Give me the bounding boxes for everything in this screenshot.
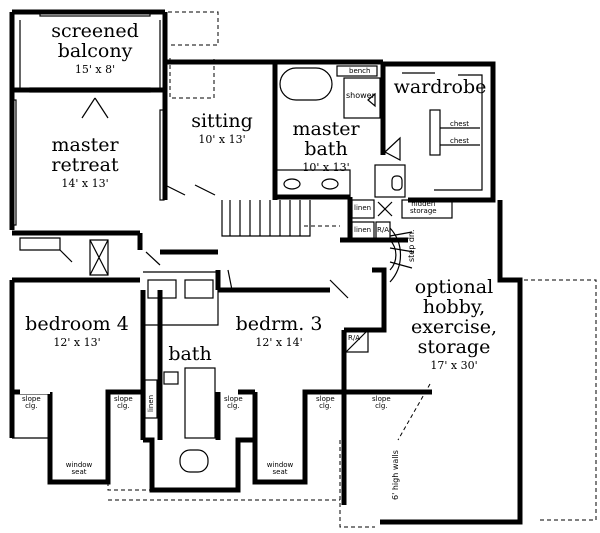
sitting-label: sitting 10' x 13' [191,110,253,146]
ra-label-2: R/A [348,334,361,342]
screened-balcony-label: screened balcony 15' x 8' [51,20,139,76]
bedroom-3-label: bedrm. 3 12' x 14' [235,313,323,349]
thin-details [11,11,483,473]
ra-label-1: R/A [377,226,390,234]
window-seat-label-2: window seat [266,461,294,477]
linen-label-1: linen [354,204,372,212]
master-bath-label: master bath 10' x 13' [292,118,360,174]
shower-label: shower [346,91,375,100]
high-walls-label: 6' high walls [391,450,400,500]
window-seat-label-1: window seat [65,461,93,477]
bedroom-4-label: bedroom 4 12' x 13' [25,313,129,349]
bath-label: bath [168,343,212,365]
linen-label-3: linen [147,394,155,412]
master-retreat-label: master retreat 14' x 13' [51,134,119,190]
hidden-storage-label: hidden storage [410,200,437,216]
chest-label-2: chest [450,137,469,145]
chest-label-1: chest [450,120,469,128]
step-down-label: step dn. [407,229,416,262]
optional-hobby-label: optional hobby, exercise, storage 17' x … [410,276,498,372]
linen-label-2: linen [354,226,372,234]
wardrobe-label: wardrobe [393,76,487,98]
bench-label: bench [349,67,371,75]
